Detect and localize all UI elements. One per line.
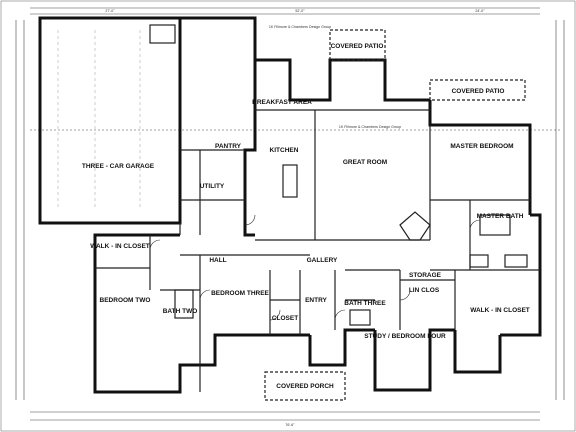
room-label-storage: STORAGE <box>409 272 442 279</box>
dim-note-4: 76'-6" <box>285 423 295 427</box>
main-house-walls <box>93 16 542 394</box>
room-label-covered-porch: COVERED PORCH <box>276 383 334 390</box>
dimension-notes: 27'-0" 52'-0" 24'-0" 76'-6" <box>105 9 485 427</box>
dim-note-2: 52'-0" <box>295 9 305 13</box>
dim-note-1: 27'-0" <box>105 9 115 13</box>
room-label-bath-three: BATH THREE <box>344 300 386 307</box>
room-labels: THREE - CAR GARAGE COVERED PATIO COVERED… <box>82 43 530 390</box>
room-label-master-bedroom: MASTER BEDROOM <box>450 143 513 150</box>
design-group-note-mid: 1K Fillmore & Chambers Design Group <box>339 125 401 129</box>
room-label-breakfast: BREAKFAST AREA <box>252 99 312 106</box>
room-label-covered-patio-2: COVERED PATIO <box>452 88 505 95</box>
room-label-master-bath: MASTER BATH <box>477 213 524 220</box>
garage <box>38 16 182 225</box>
room-label-bath-two: BATH TWO <box>163 308 198 315</box>
room-label-utility: UTILITY <box>200 183 225 190</box>
dim-note-3: 24'-0" <box>475 9 485 13</box>
room-label-walkin-closet-2: WALK - IN CLOSET <box>470 307 530 314</box>
room-label-garage: THREE - CAR GARAGE <box>82 163 155 170</box>
dimension-lines <box>15 7 565 421</box>
design-group-note-top: 1K Fillmore & Chambers Design Group <box>269 25 331 29</box>
room-label-hall: HALL <box>209 257 226 264</box>
room-label-bedroom-three: BEDROOM THREE <box>211 290 269 297</box>
room-label-covered-patio: COVERED PATIO <box>331 43 384 50</box>
room-label-closet: CLOSET <box>272 315 298 322</box>
room-label-lin-clos: LIN CLOS <box>409 287 440 294</box>
door-swings <box>149 214 481 321</box>
room-label-great-room: GREAT ROOM <box>343 159 387 166</box>
fixtures <box>174 164 528 326</box>
room-label-study: STUDY / BEDROOM FOUR <box>364 333 446 340</box>
covered-patios <box>264 29 526 401</box>
room-label-entry: ENTRY <box>305 297 327 304</box>
room-label-gallery: GALLERY <box>307 257 338 264</box>
room-label-bedroom-two: BEDROOM TWO <box>100 297 151 304</box>
room-label-walkin-closet: WALK - IN CLOSET <box>90 243 150 250</box>
room-label-kitchen: KITCHEN <box>270 147 299 154</box>
interior-walls <box>95 109 540 392</box>
room-label-pantry: PANTRY <box>215 143 242 150</box>
